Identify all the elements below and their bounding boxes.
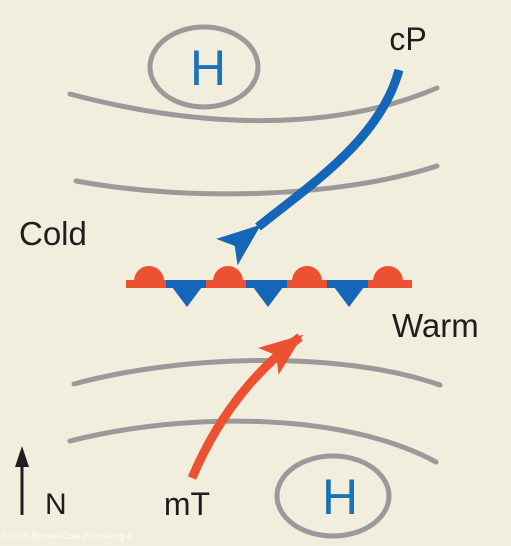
warm-front-semicircle	[213, 266, 243, 281]
cp-label: cP	[389, 21, 426, 57]
cold-label: Cold	[19, 215, 87, 252]
warm-front-semicircle	[134, 266, 164, 281]
north-label: N	[45, 488, 67, 521]
isobar-line	[73, 163, 440, 197]
cold-front-triangle	[253, 287, 283, 307]
copyright-credit: ©2005 Brooks/Cole Publishing a	[2, 531, 132, 541]
stationary-front	[126, 266, 412, 307]
cp-air-flow-arrow	[216, 68, 404, 266]
isobar-line	[67, 418, 439, 465]
arrow-up-icon	[15, 446, 29, 515]
high-pressure-bottom-label: H	[322, 469, 358, 525]
high-pressure-bottom-outline	[274, 453, 392, 539]
warm-front-semicircle	[373, 266, 403, 281]
mt-label: mT	[164, 486, 210, 522]
warm-front-semicircle	[292, 266, 322, 281]
mt-air-flow-arrow	[187, 333, 304, 480]
cold-front-triangle	[334, 287, 364, 307]
high-pressure-top-label: H	[190, 40, 226, 96]
warm-label: Warm	[392, 307, 479, 344]
high-pressure-top-outline	[147, 24, 261, 110]
cold-front-triangle	[172, 287, 202, 307]
